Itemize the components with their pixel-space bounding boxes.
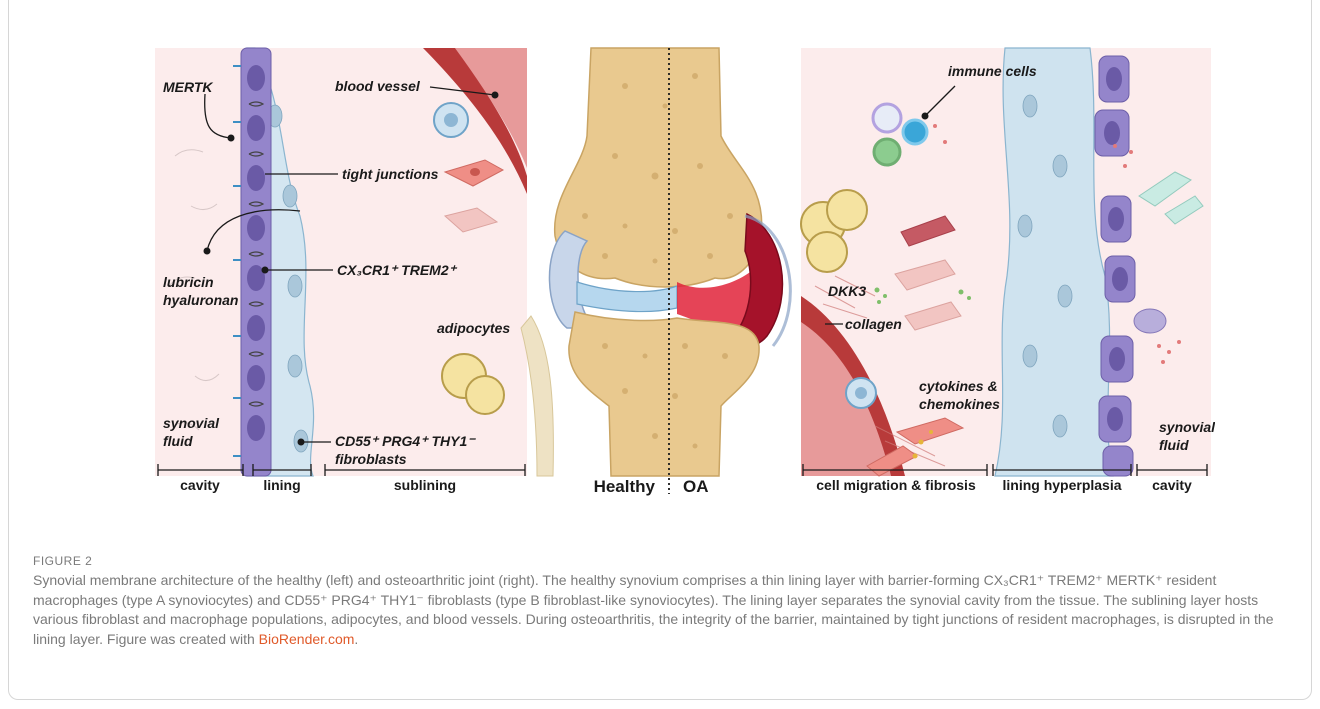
label-immune-cells: immune cells	[948, 63, 1037, 79]
label-adipocytes: adipocytes	[437, 320, 510, 336]
scale-cavity-left: cavity	[180, 477, 220, 493]
label-fluid-left: fluid	[163, 433, 193, 449]
label-fibroblasts: fibroblasts	[335, 451, 407, 467]
synovial-membrane-figure: MERTK blood vessel tight junctions lubri…	[155, 46, 1215, 526]
label-cd55-prg4-thy1: CD55⁺ PRG4⁺ THY1⁻	[335, 433, 476, 449]
sublining-macrophage	[434, 103, 468, 137]
oa-synovium-panel: immune cells DKK3 collagen cytokines & c…	[801, 48, 1215, 493]
scale-lining-hyperplasia: lining hyperplasia	[1002, 477, 1121, 493]
label-synovial-left: synovial	[163, 415, 220, 431]
caption-end: .	[354, 631, 358, 647]
scale-lining-left: lining	[263, 477, 300, 493]
label-lubricin: lubricin	[163, 274, 214, 290]
label-collagen: collagen	[845, 316, 902, 332]
knee-joint-illustration: Healthy OA	[521, 48, 790, 496]
label-hyaluronan: hyaluronan	[163, 292, 238, 308]
scale-sublining: sublining	[394, 477, 456, 493]
label-chemokines: chemokines	[919, 396, 1000, 412]
label-blood-vessel: blood vessel	[335, 78, 421, 94]
figure-card: MERTK blood vessel tight junctions lubri…	[8, 0, 1312, 700]
caption-text: Synovial membrane architecture of the he…	[33, 572, 1273, 647]
label-oa: OA	[683, 477, 709, 496]
label-tight-junctions: tight junctions	[342, 166, 439, 182]
scale-migration-fibrosis: cell migration & fibrosis	[816, 477, 976, 493]
label-dkk3: DKK3	[828, 283, 866, 299]
biorender-link[interactable]: BioRender.com	[259, 631, 355, 647]
label-healthy: Healthy	[594, 477, 656, 496]
label-cytokines: cytokines &	[919, 378, 998, 394]
label-synovial-right: synovial	[1159, 419, 1215, 435]
figure-label: FIGURE 2	[33, 554, 92, 568]
label-fluid-right: fluid	[1159, 437, 1189, 453]
label-mertk: MERTK	[163, 79, 213, 95]
label-cx3cr1-trem2: CX₃CR1⁺ TREM2⁺	[337, 262, 458, 278]
scale-cavity-right: cavity	[1152, 477, 1192, 493]
figure-caption: Synovial membrane architecture of the he…	[33, 571, 1283, 649]
healthy-synovium-panel: MERTK blood vessel tight junctions lubri…	[155, 48, 527, 493]
